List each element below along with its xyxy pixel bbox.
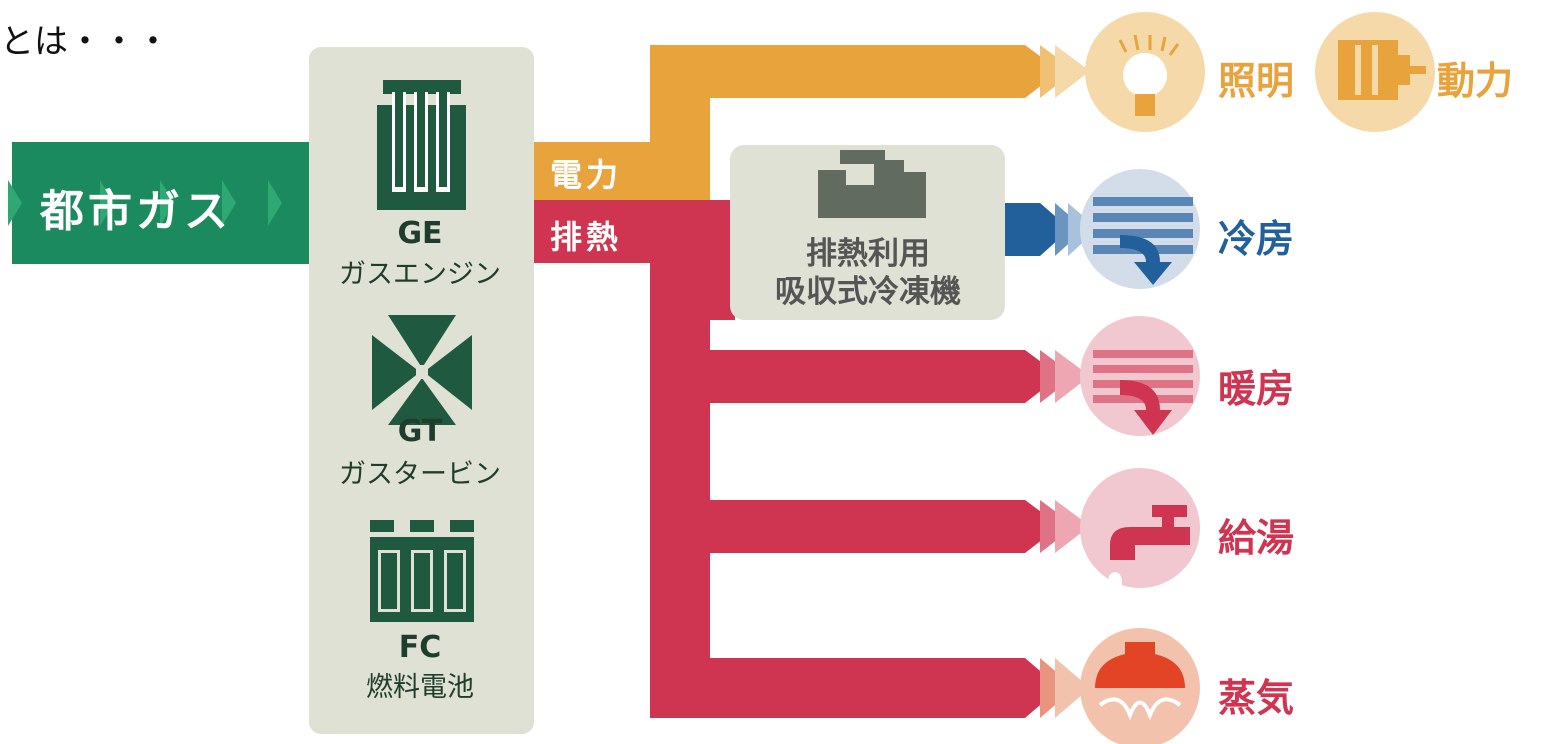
chiller-icon [818,150,926,218]
ge-name: ガスエンジン [339,259,501,290]
fc-name: 燃料電池 [366,672,474,703]
heating-label: 暖房 [1218,367,1295,411]
cooling-flow [1005,203,1098,256]
gas-engine-icon [377,80,466,210]
motor-icon [1338,40,1426,100]
hot-water-label: 給湯 [1218,516,1295,560]
chiller-line1: 排熱利用 [806,236,930,272]
heating-icon [1093,350,1193,435]
steam-icon [1095,642,1185,721]
chiller-line2: 吸収式冷凍機 [775,274,961,310]
lighting-label: 照明 [1218,59,1295,103]
cooling-label: 冷房 [1218,217,1295,261]
gt-name: ガスタービン [339,459,501,490]
chiller-box [730,145,1005,320]
heat-label: 排熱 [550,218,623,256]
cooling-icon [1093,197,1193,285]
city-gas-label: 都市ガス [40,186,232,237]
fc-code: FC [398,630,442,665]
gas-turbine-icon [372,315,472,425]
caption-text: とは・・・ [0,22,170,62]
steam-label: 蒸気 [1218,676,1295,720]
ge-code: GE [397,216,443,251]
fuel-cell-icon [370,520,474,622]
light-bulb-icon [1118,34,1180,116]
city-gas-band [8,142,309,264]
power-label: 動力 [1437,59,1514,103]
electric-label: 電力 [550,156,623,194]
heating-circle [1080,316,1200,436]
gt-code: GT [397,414,443,449]
heat-flow [534,200,1090,718]
electric-flow [534,45,1090,200]
faucet-icon [1108,505,1190,592]
